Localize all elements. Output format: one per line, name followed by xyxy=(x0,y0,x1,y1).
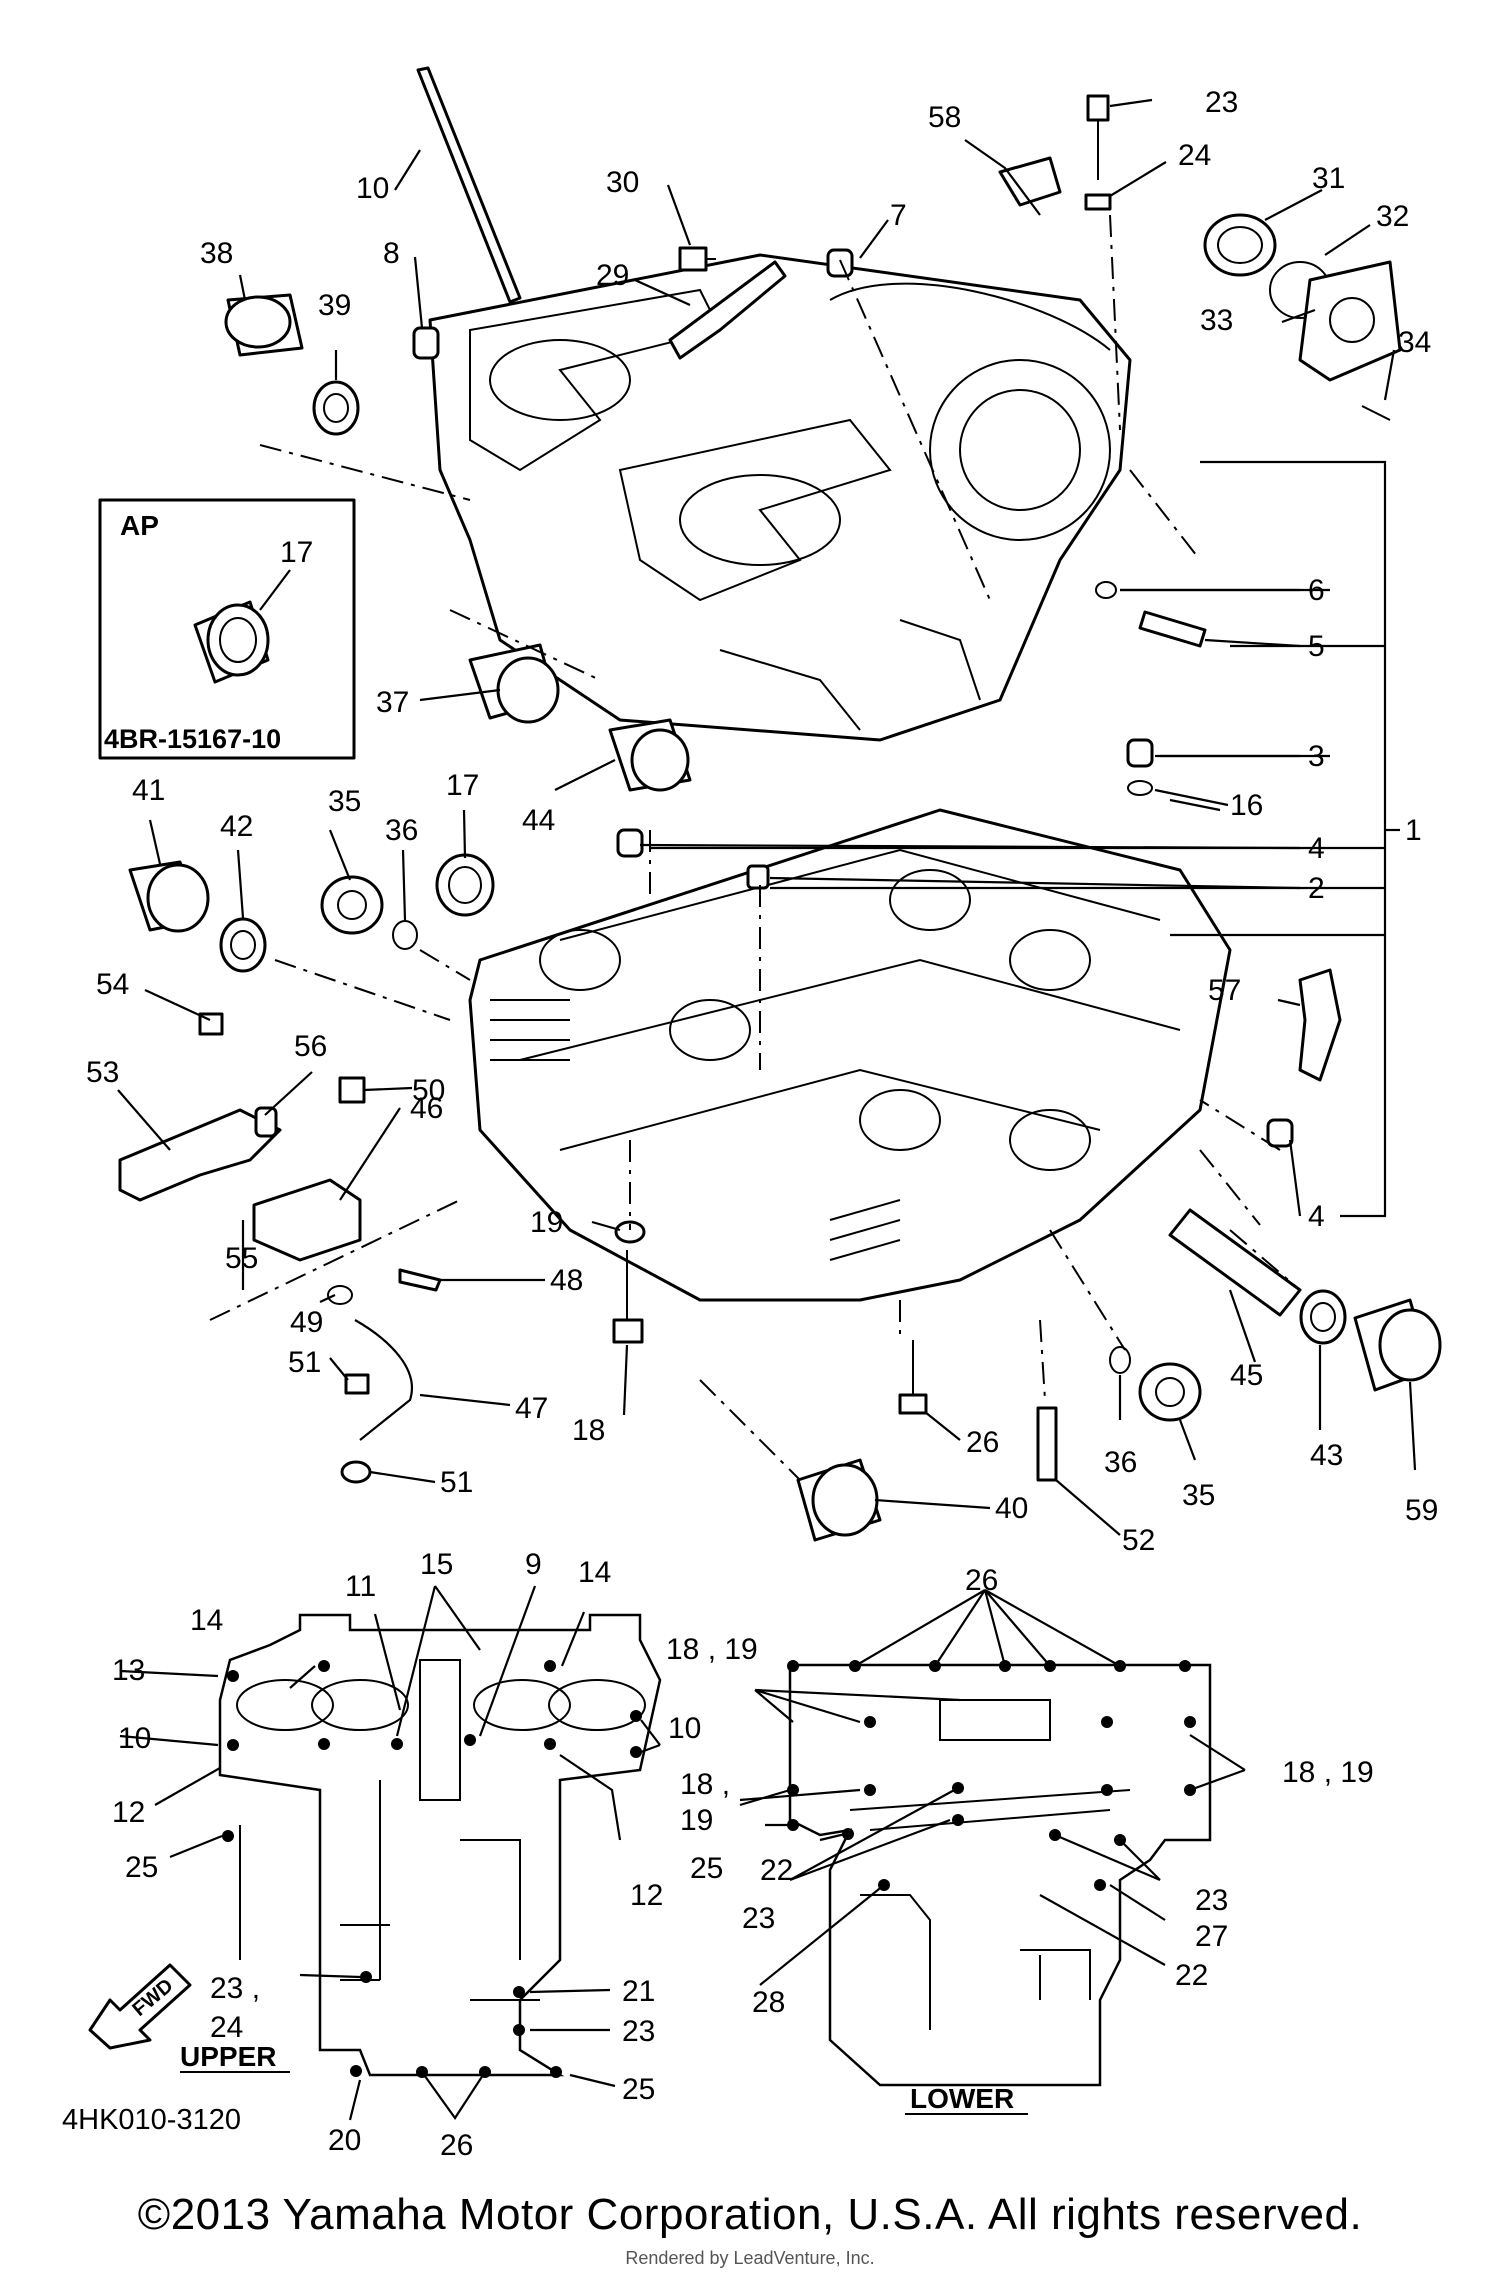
callout-c59: 59 xyxy=(1405,1494,1438,1527)
callout-c53: 53 xyxy=(86,1056,119,1089)
callout-l19: 19 xyxy=(680,1804,713,1837)
callout-u11: 11 xyxy=(345,1570,376,1603)
callout-c26: 26 xyxy=(966,1426,999,1459)
callout-c7: 7 xyxy=(890,199,907,232)
callout-l25: 25 xyxy=(690,1852,723,1885)
copyright-notice: ©2013 Yamaha Motor Corporation, U.S.A. A… xyxy=(137,2190,1363,2239)
watermark: Rendered by LeadVenture, Inc. xyxy=(625,2248,875,2268)
callout-l27: 27 xyxy=(1195,1920,1228,1953)
callout-c30: 30 xyxy=(606,166,639,199)
callout-l22b: 22 xyxy=(1175,1959,1208,1992)
callout-c51a: 51 xyxy=(288,1346,321,1379)
callout-c32: 32 xyxy=(1376,200,1409,233)
callout-c42: 42 xyxy=(220,810,253,843)
callout-c1: 1 xyxy=(1405,814,1422,847)
upper-view: FWD UPPER xyxy=(88,1585,662,2121)
callout-u10a: 10 xyxy=(118,1722,151,1755)
ap-inset: AP 17 4BR-15167-10 xyxy=(98,498,356,760)
callout-u13: 13 xyxy=(112,1654,145,1687)
callout-c38: 38 xyxy=(200,237,233,270)
callout-c37: 37 xyxy=(376,686,409,719)
callout-l23a: 23 xyxy=(1195,1884,1228,1917)
callout-l23b: 23 xyxy=(742,1902,775,1935)
callout-c18: 18 xyxy=(572,1414,605,1447)
callout-u23a: 23 xyxy=(622,2015,655,2048)
callout-c8: 8 xyxy=(383,237,400,270)
callout-c10: 10 xyxy=(356,172,389,205)
callout-u14a: 14 xyxy=(190,1604,223,1637)
callout-l1819b: 18 , 19 xyxy=(1282,1756,1374,1789)
callout-u25a: 25 xyxy=(125,1851,158,1884)
callout-u12a: 12 xyxy=(112,1796,145,1829)
callout-c19: 19 xyxy=(530,1206,563,1239)
callout-c36b: 36 xyxy=(1104,1446,1137,1479)
callout-c23: 23 xyxy=(1205,86,1238,119)
callout-c56: 56 xyxy=(294,1030,327,1063)
callout-c33: 33 xyxy=(1200,304,1233,337)
callout-c55: 55 xyxy=(225,1242,258,1275)
callout-u25b: 25 xyxy=(622,2073,655,2106)
callout-l26: 26 xyxy=(965,1564,998,1597)
callout-c29: 29 xyxy=(596,259,629,292)
callout-u9: 9 xyxy=(525,1548,542,1581)
upper-crankcase xyxy=(428,253,1132,742)
callout-c16: 16 xyxy=(1230,789,1263,822)
callout-c43: 43 xyxy=(1310,1439,1343,1472)
callout-u12b: 12 xyxy=(630,1879,663,1912)
callout-u24: 24 xyxy=(210,2011,243,2044)
callout-c34: 34 xyxy=(1398,326,1431,359)
callout-c48: 48 xyxy=(550,1264,583,1297)
callout-c5: 5 xyxy=(1308,630,1325,663)
callout-u15: 15 xyxy=(420,1548,453,1581)
callout-l1819a: 18 , 19 xyxy=(666,1633,758,1666)
callout-c54: 54 xyxy=(96,968,129,1001)
callout-c3: 3 xyxy=(1308,740,1325,773)
drawing-code: 4HK010-3120 xyxy=(62,2104,241,2136)
callout-u21: 21 xyxy=(622,1975,655,2008)
callout-c44: 44 xyxy=(522,804,555,837)
callout-l18: 18 , xyxy=(680,1768,730,1801)
lower-crankcase xyxy=(468,808,1232,1302)
ap-title: AP xyxy=(120,510,159,541)
assembly-lines xyxy=(209,214,1301,1481)
callout-c31: 31 xyxy=(1312,162,1345,195)
callout-u20: 20 xyxy=(328,2124,361,2157)
callout-c51b: 51 xyxy=(440,1466,473,1499)
callout-c40: 40 xyxy=(995,1492,1028,1525)
callout-u26: 26 xyxy=(440,2129,473,2162)
lower-label: LOWER xyxy=(910,2083,1014,2114)
callout-c50: 50 xyxy=(412,1074,445,1107)
callout-c49: 49 xyxy=(290,1306,323,1339)
callout-c35b: 35 xyxy=(1182,1479,1215,1512)
callout-c46: 46 xyxy=(410,1092,443,1125)
callout-c2: 2 xyxy=(1308,872,1325,905)
callout-c35a: 35 xyxy=(328,785,361,818)
callout-u23b: 23 , xyxy=(210,1972,260,2005)
ap-callout-17: 17 xyxy=(280,536,313,569)
callout-c24: 24 xyxy=(1178,139,1211,172)
lower-view: LOWER xyxy=(739,1589,1246,2115)
callout-c47: 47 xyxy=(515,1392,548,1425)
callout-c39: 39 xyxy=(318,289,351,322)
callout-c4b: 4 xyxy=(1308,1200,1325,1233)
callout-c6: 6 xyxy=(1308,574,1325,607)
callout-c57: 57 xyxy=(1208,974,1241,1007)
callout-c52: 52 xyxy=(1122,1524,1155,1557)
callout-c36a: 36 xyxy=(385,814,418,847)
parts xyxy=(118,66,1442,1542)
callout-c4a: 4 xyxy=(1308,832,1325,865)
callout-u14b: 14 xyxy=(578,1556,611,1589)
callout-l28: 28 xyxy=(752,1986,785,2019)
callout-c41: 41 xyxy=(132,774,165,807)
callout-c17: 17 xyxy=(446,769,479,802)
upper-label: UPPER xyxy=(180,2041,276,2072)
callout-u10b: 10 xyxy=(668,1712,701,1745)
ap-part-number: 4BR-15167-10 xyxy=(104,724,281,754)
callout-l22a: 22 xyxy=(760,1854,793,1887)
callout-c58: 58 xyxy=(928,101,961,134)
callout-c45: 45 xyxy=(1230,1359,1263,1392)
leader-lines xyxy=(117,98,1417,1536)
